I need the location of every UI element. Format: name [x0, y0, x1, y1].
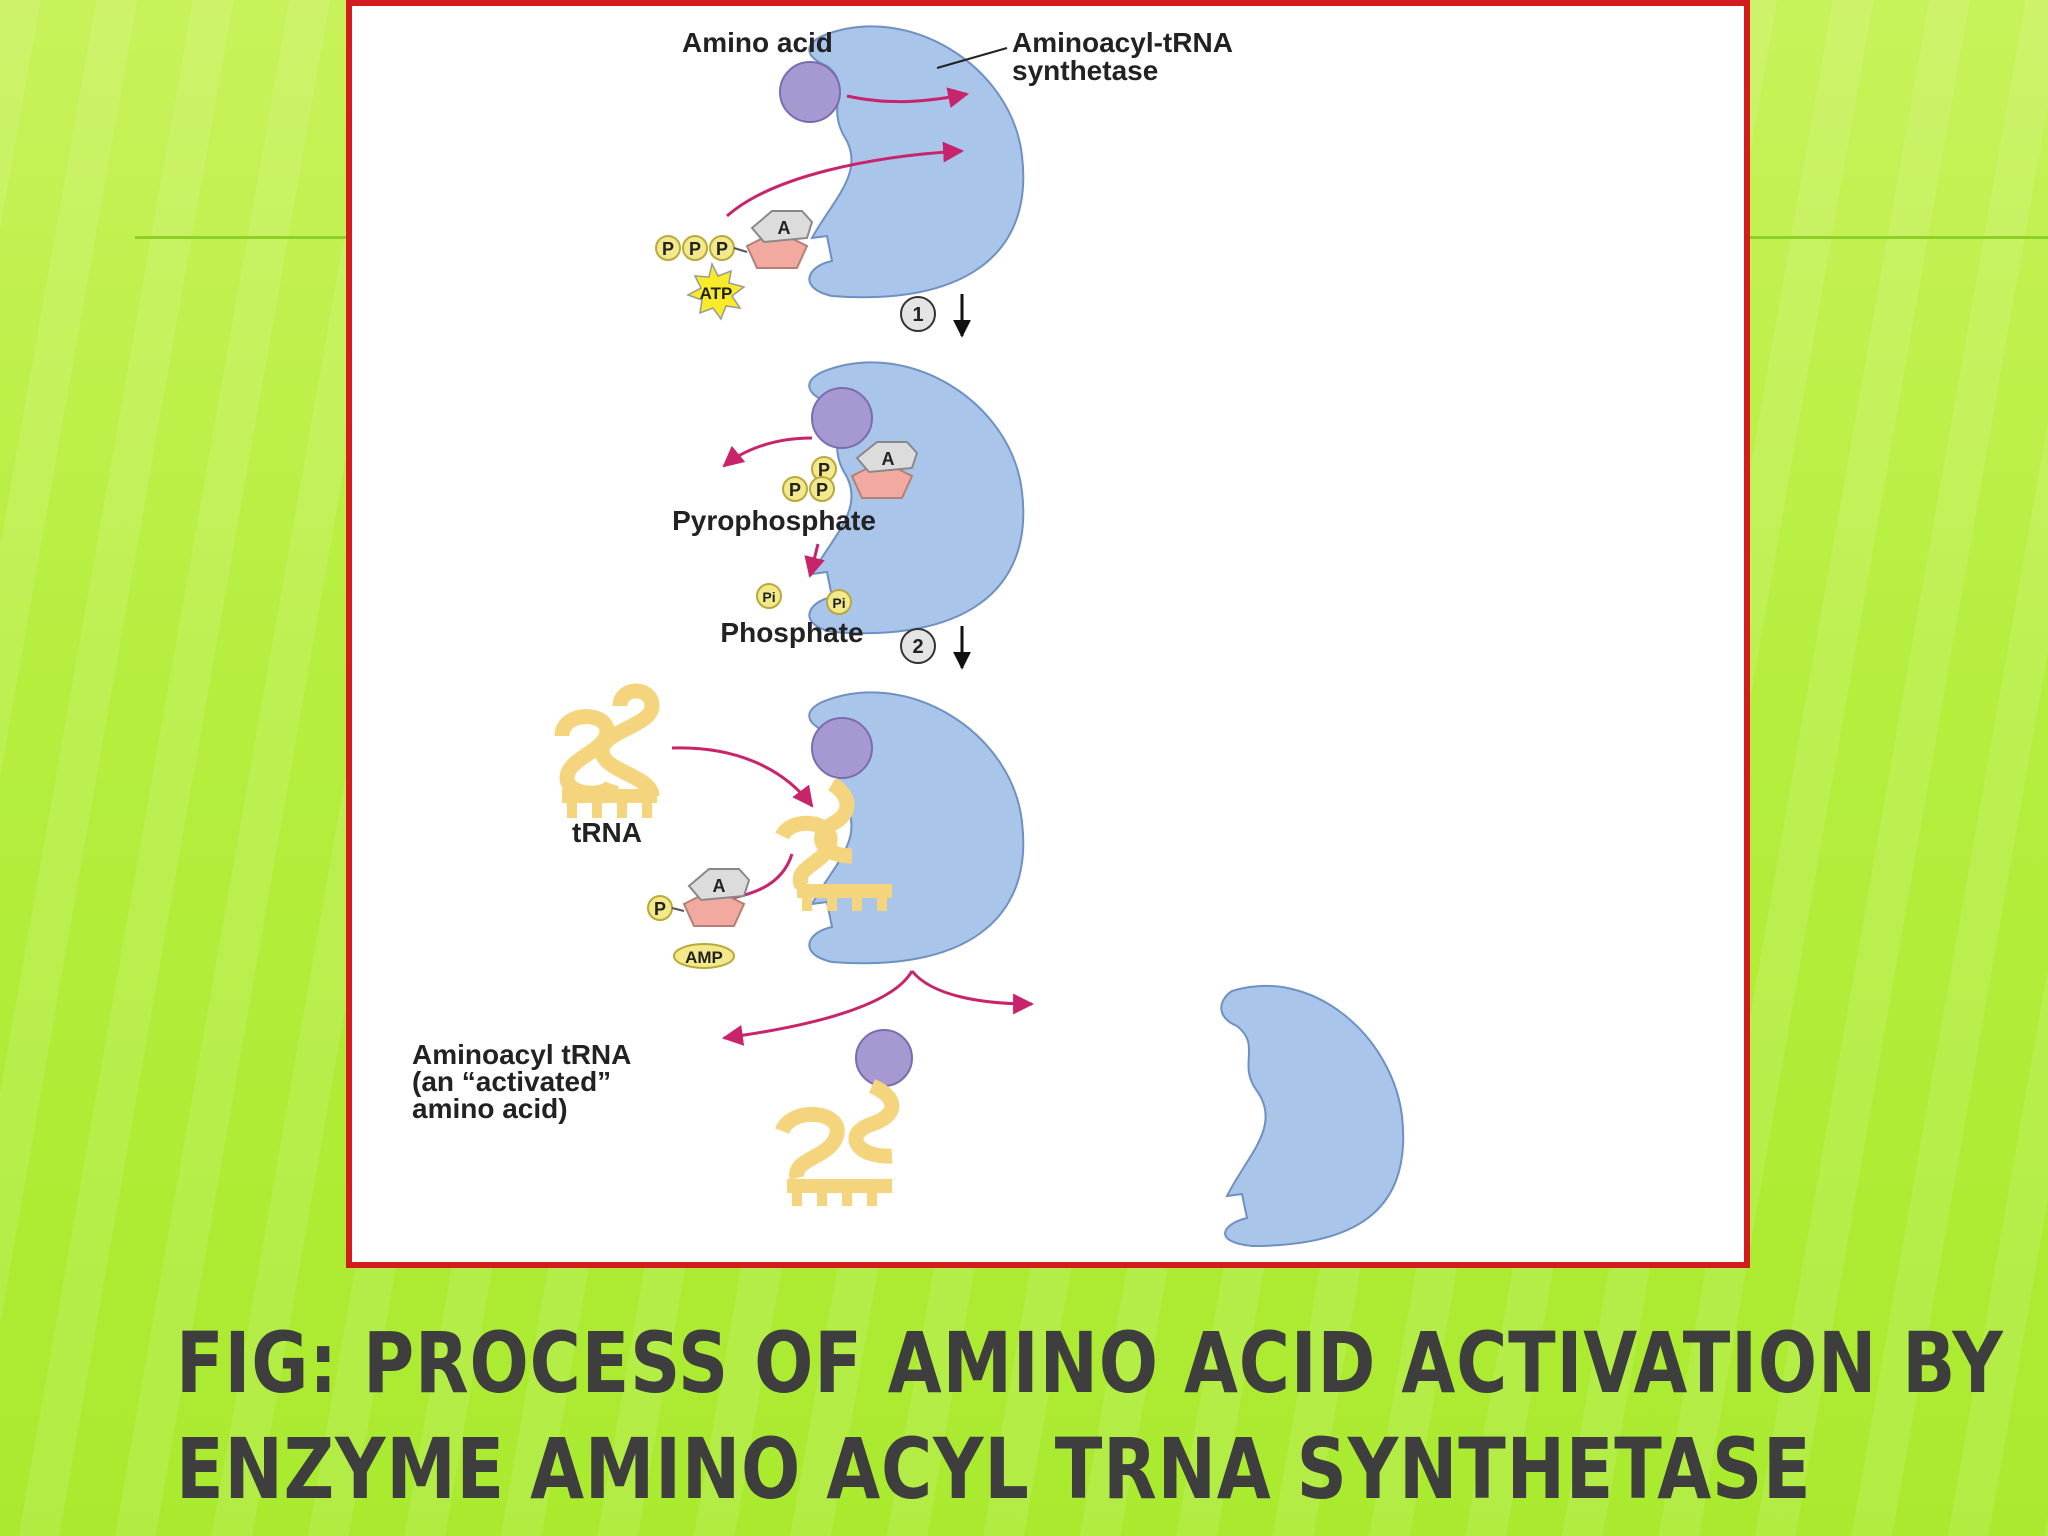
- svg-text:Pi: Pi: [832, 595, 845, 611]
- svg-text:Aminoacyl tRNA: Aminoacyl tRNA: [412, 1039, 631, 1070]
- caption-line-1: FIG: PROCESS OF AMINO ACID ACTIVATION BY: [176, 1314, 2004, 1412]
- atp-molecule: P P P A ATP: [655, 210, 814, 321]
- decorative-rule-right: [1750, 236, 2048, 239]
- decorative-rule-left: [135, 236, 350, 239]
- svg-text:(an “activated”: (an “activated”: [412, 1066, 611, 1097]
- svg-text:Phosphate: Phosphate: [720, 617, 863, 648]
- reaction-arrow: [726, 141, 965, 218]
- phosphate-label: Phosphate: [720, 617, 863, 648]
- step-2-indicator: 2: [900, 626, 971, 670]
- svg-text:synthetase: synthetase: [1012, 55, 1158, 86]
- svg-text:A: A: [778, 218, 791, 238]
- figure-caption: FIG: PROCESS OF AMINO ACID ACTIVATION BY…: [176, 1310, 2036, 1522]
- svg-text:ATP: ATP: [700, 284, 733, 303]
- leader-line: [936, 47, 1008, 69]
- svg-text:P: P: [689, 239, 701, 259]
- svg-text:A: A: [882, 449, 895, 469]
- enzyme-synthetase: [808, 25, 1025, 299]
- aminoacyl-trna-label: Aminoacyl tRNA (an “activated” amino aci…: [412, 1039, 631, 1124]
- figure-frame: Amino acid Aminoacyl-tRNA synthetase P P…: [346, 0, 1750, 1268]
- svg-text:tRNA: tRNA: [572, 817, 642, 848]
- amino-acid-molecule: [811, 387, 873, 449]
- enzyme-label: Aminoacyl-tRNA synthetase: [1012, 27, 1233, 86]
- reaction-arrow: [804, 543, 825, 579]
- caption-line-2: ENZYME AMINO ACYL TRNA SYNTHETASE: [176, 1420, 1812, 1518]
- svg-text:2: 2: [912, 636, 923, 658]
- trna-molecule: [554, 683, 660, 818]
- amino-acid-molecule: [811, 717, 873, 779]
- reaction-arrow: [910, 970, 1035, 1015]
- enzyme-synthetase-free: [1220, 984, 1405, 1248]
- svg-text:Pyrophosphate: Pyrophosphate: [672, 505, 876, 536]
- reaction-arrow: [671, 746, 814, 808]
- reaction-arrow: [846, 87, 970, 109]
- svg-text:P: P: [818, 460, 830, 480]
- step-1-indicator: 1: [900, 294, 971, 338]
- reaction-arrow: [722, 436, 813, 468]
- trna-label: tRNA: [572, 817, 642, 848]
- amino-acid-label: Amino acid: [682, 27, 833, 58]
- svg-text:amino acid): amino acid): [412, 1093, 568, 1124]
- amino-acid-molecule: [779, 61, 841, 123]
- svg-text:P: P: [654, 899, 666, 919]
- svg-text:AMP: AMP: [685, 948, 723, 967]
- svg-text:P: P: [662, 239, 674, 259]
- aminoacyl-amp-intermediate: P A: [811, 441, 919, 499]
- pyrophosphate-molecule: P P: [782, 476, 835, 502]
- amp-molecule: P A AMP: [647, 868, 751, 969]
- trna-bound: [775, 777, 892, 911]
- svg-text:P: P: [789, 480, 801, 500]
- svg-text:Amino acid: Amino acid: [682, 27, 833, 58]
- pyrophosphate-label: Pyrophosphate: [672, 505, 876, 536]
- reaction-arrow: [721, 970, 914, 1046]
- aminoacyl-trna-product: [775, 1079, 900, 1206]
- activation-diagram: Amino acid Aminoacyl-tRNA synthetase P P…: [412, 25, 1405, 1248]
- svg-text:Aminoacyl-tRNA: Aminoacyl-tRNA: [1012, 27, 1233, 58]
- svg-text:P: P: [716, 239, 728, 259]
- svg-text:P: P: [816, 480, 828, 500]
- svg-text:1: 1: [912, 304, 923, 326]
- svg-text:A: A: [713, 876, 726, 896]
- phosphate-molecules: Pi Pi: [756, 583, 852, 615]
- svg-text:Pi: Pi: [762, 589, 775, 605]
- amino-acid-molecule: [855, 1029, 913, 1087]
